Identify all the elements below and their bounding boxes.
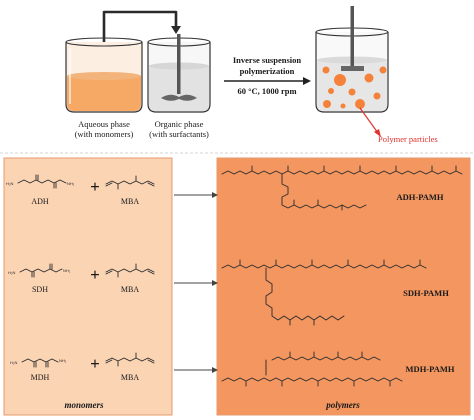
mdh-pamh-label: MDH-PAMH xyxy=(406,364,455,374)
organic-label-line2: (with surfactants) xyxy=(149,129,209,139)
sdh-pamh-label: SDH-PAMH xyxy=(403,288,449,298)
transfer-tube xyxy=(102,10,178,44)
svg-text:H₂N: H₂N xyxy=(6,181,13,186)
particle-pointer-head xyxy=(374,129,381,137)
polymer-particles xyxy=(322,66,387,109)
reactor-liquid xyxy=(317,60,387,111)
mba-structure-3 xyxy=(105,352,155,367)
svg-text:H₂N: H₂N xyxy=(10,360,17,365)
sdh-structure: H₂N NH₂ xyxy=(8,263,71,278)
polymers-caption: polymers xyxy=(325,400,360,410)
transfer-arrowhead xyxy=(171,26,181,34)
mba-label-2: MBA xyxy=(121,285,139,294)
reactor-beaker xyxy=(315,6,389,113)
aqueous-liquid xyxy=(67,76,141,111)
svg-text:H₂N: H₂N xyxy=(8,270,15,275)
polymer-particles-label: Polymer particles xyxy=(378,134,438,144)
mdh-structure: H₂N NH₂ xyxy=(10,358,67,368)
aqueous-label-line2: (with monomers) xyxy=(75,129,134,139)
svg-text:NH₂: NH₂ xyxy=(67,181,75,186)
stirrer-shaft xyxy=(177,34,181,94)
polymers-panel xyxy=(216,157,471,416)
reactor-stirrer-blade xyxy=(341,66,364,71)
reactor-stirrer-shaft xyxy=(350,6,354,68)
step-label-line2: polymerization xyxy=(240,66,295,76)
mdh-label: MDH xyxy=(31,373,50,382)
monomers-panel xyxy=(3,157,173,416)
plus-sign-2: + xyxy=(90,265,100,284)
mba-structure-2 xyxy=(105,263,155,278)
adh-structure: H₂N NH₂ xyxy=(6,174,75,189)
aqueous-beaker xyxy=(65,37,143,113)
adh-label: ADH xyxy=(31,197,49,206)
mba-label-3: MBA xyxy=(121,373,139,382)
conditions-label: 60 °C, 1000 rpm xyxy=(237,86,296,96)
mba-structure-1 xyxy=(105,175,155,190)
adh-pamh-structure xyxy=(221,165,463,211)
reaction-arrows xyxy=(174,192,218,373)
particle-pointer xyxy=(359,107,379,134)
svg-text:NH₂: NH₂ xyxy=(63,268,71,273)
mdh-pamh-structure xyxy=(221,351,403,387)
adh-pamh-label: ADH-PAMH xyxy=(396,192,443,202)
plus-sign-1: + xyxy=(90,177,100,196)
sdh-pamh-structure xyxy=(221,259,427,326)
organic-beaker xyxy=(147,34,211,113)
aqueous-label-line1: Aqueous phase xyxy=(78,119,130,129)
process-arrowhead xyxy=(303,77,311,85)
organic-label-line1: Organic phase xyxy=(155,119,204,129)
mba-label-1: MBA xyxy=(121,197,139,206)
sdh-label: SDH xyxy=(32,285,48,294)
step-label-line1: Inverse suspension xyxy=(233,55,302,65)
monomers-caption: monomers xyxy=(64,400,104,410)
plus-sign-3: + xyxy=(90,354,100,373)
svg-text:NH₂: NH₂ xyxy=(59,358,67,363)
stirrer-blade xyxy=(161,94,197,101)
